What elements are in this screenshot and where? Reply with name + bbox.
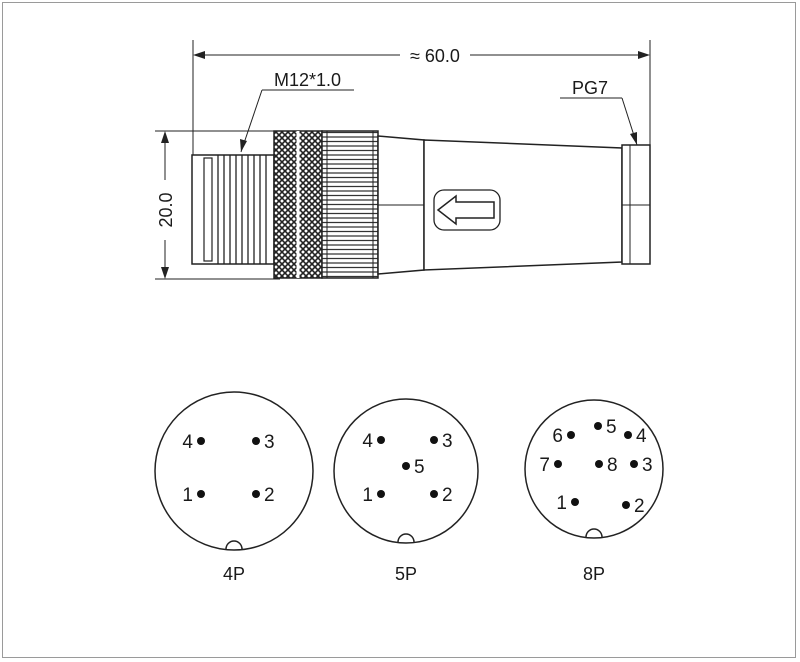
pin-dot bbox=[595, 460, 603, 468]
pin-dot bbox=[197, 490, 205, 498]
pin-dot bbox=[624, 431, 632, 439]
pin-dot bbox=[377, 436, 385, 444]
pg7-leader bbox=[560, 97, 638, 146]
connector-face bbox=[154, 391, 314, 551]
pin-label: 1 bbox=[182, 485, 193, 506]
pin-label: 5 bbox=[606, 417, 617, 438]
pinout-5p: 1 2 3 4 5 5P bbox=[333, 398, 479, 584]
diameter-label: 20.0 bbox=[156, 192, 176, 227]
pin-label: 8 bbox=[607, 455, 618, 476]
pin-dot bbox=[377, 490, 385, 498]
pin-dot bbox=[430, 436, 438, 444]
key-notch bbox=[397, 533, 415, 543]
pinout-name: 5P bbox=[395, 564, 417, 584]
pin-dot bbox=[630, 460, 638, 468]
pin-dot bbox=[402, 462, 410, 470]
key-notch bbox=[225, 540, 243, 550]
diameter-dimension bbox=[155, 130, 280, 280]
pin-dot bbox=[554, 460, 562, 468]
ribbed-coupling bbox=[321, 130, 379, 279]
pin-label: 3 bbox=[642, 455, 653, 476]
pin-dot bbox=[622, 501, 630, 509]
pin-label: 3 bbox=[264, 432, 275, 453]
arrow-icon bbox=[436, 194, 495, 226]
length-dimension bbox=[192, 40, 651, 160]
pin-label: 2 bbox=[634, 496, 645, 517]
pin-dot bbox=[571, 498, 579, 506]
connector-body bbox=[191, 130, 651, 279]
pin-label: 5 bbox=[414, 457, 425, 478]
threaded-plug bbox=[191, 154, 275, 265]
pin-dot bbox=[252, 490, 260, 498]
pin-label: 3 bbox=[442, 431, 453, 452]
thread-label: M12*1.0 bbox=[274, 70, 341, 90]
pin-label: 4 bbox=[362, 431, 373, 452]
pin-label: 2 bbox=[264, 485, 275, 506]
pin-label: 7 bbox=[539, 455, 550, 476]
key-notch bbox=[585, 528, 603, 538]
pin-label: 4 bbox=[636, 426, 647, 447]
length-label: ≈ 60.0 bbox=[410, 46, 460, 66]
pin-dot bbox=[252, 437, 260, 445]
pin-label: 6 bbox=[552, 426, 563, 447]
pin-label: 2 bbox=[442, 485, 453, 506]
pin-dot bbox=[430, 490, 438, 498]
pin-label: 1 bbox=[556, 493, 567, 514]
pg7-label: PG7 bbox=[572, 78, 608, 98]
pin-dot bbox=[594, 422, 602, 430]
pinout-4p: 1 2 3 4 4P bbox=[154, 391, 314, 584]
pin-dot bbox=[567, 431, 575, 439]
thread-leader bbox=[240, 89, 354, 153]
pin-label: 1 bbox=[362, 485, 373, 506]
pinout-name: 8P bbox=[583, 564, 605, 584]
connector-face bbox=[333, 398, 479, 544]
pin-label: 4 bbox=[182, 432, 193, 453]
pin-dot bbox=[197, 437, 205, 445]
pinout-name: 4P bbox=[223, 564, 245, 584]
